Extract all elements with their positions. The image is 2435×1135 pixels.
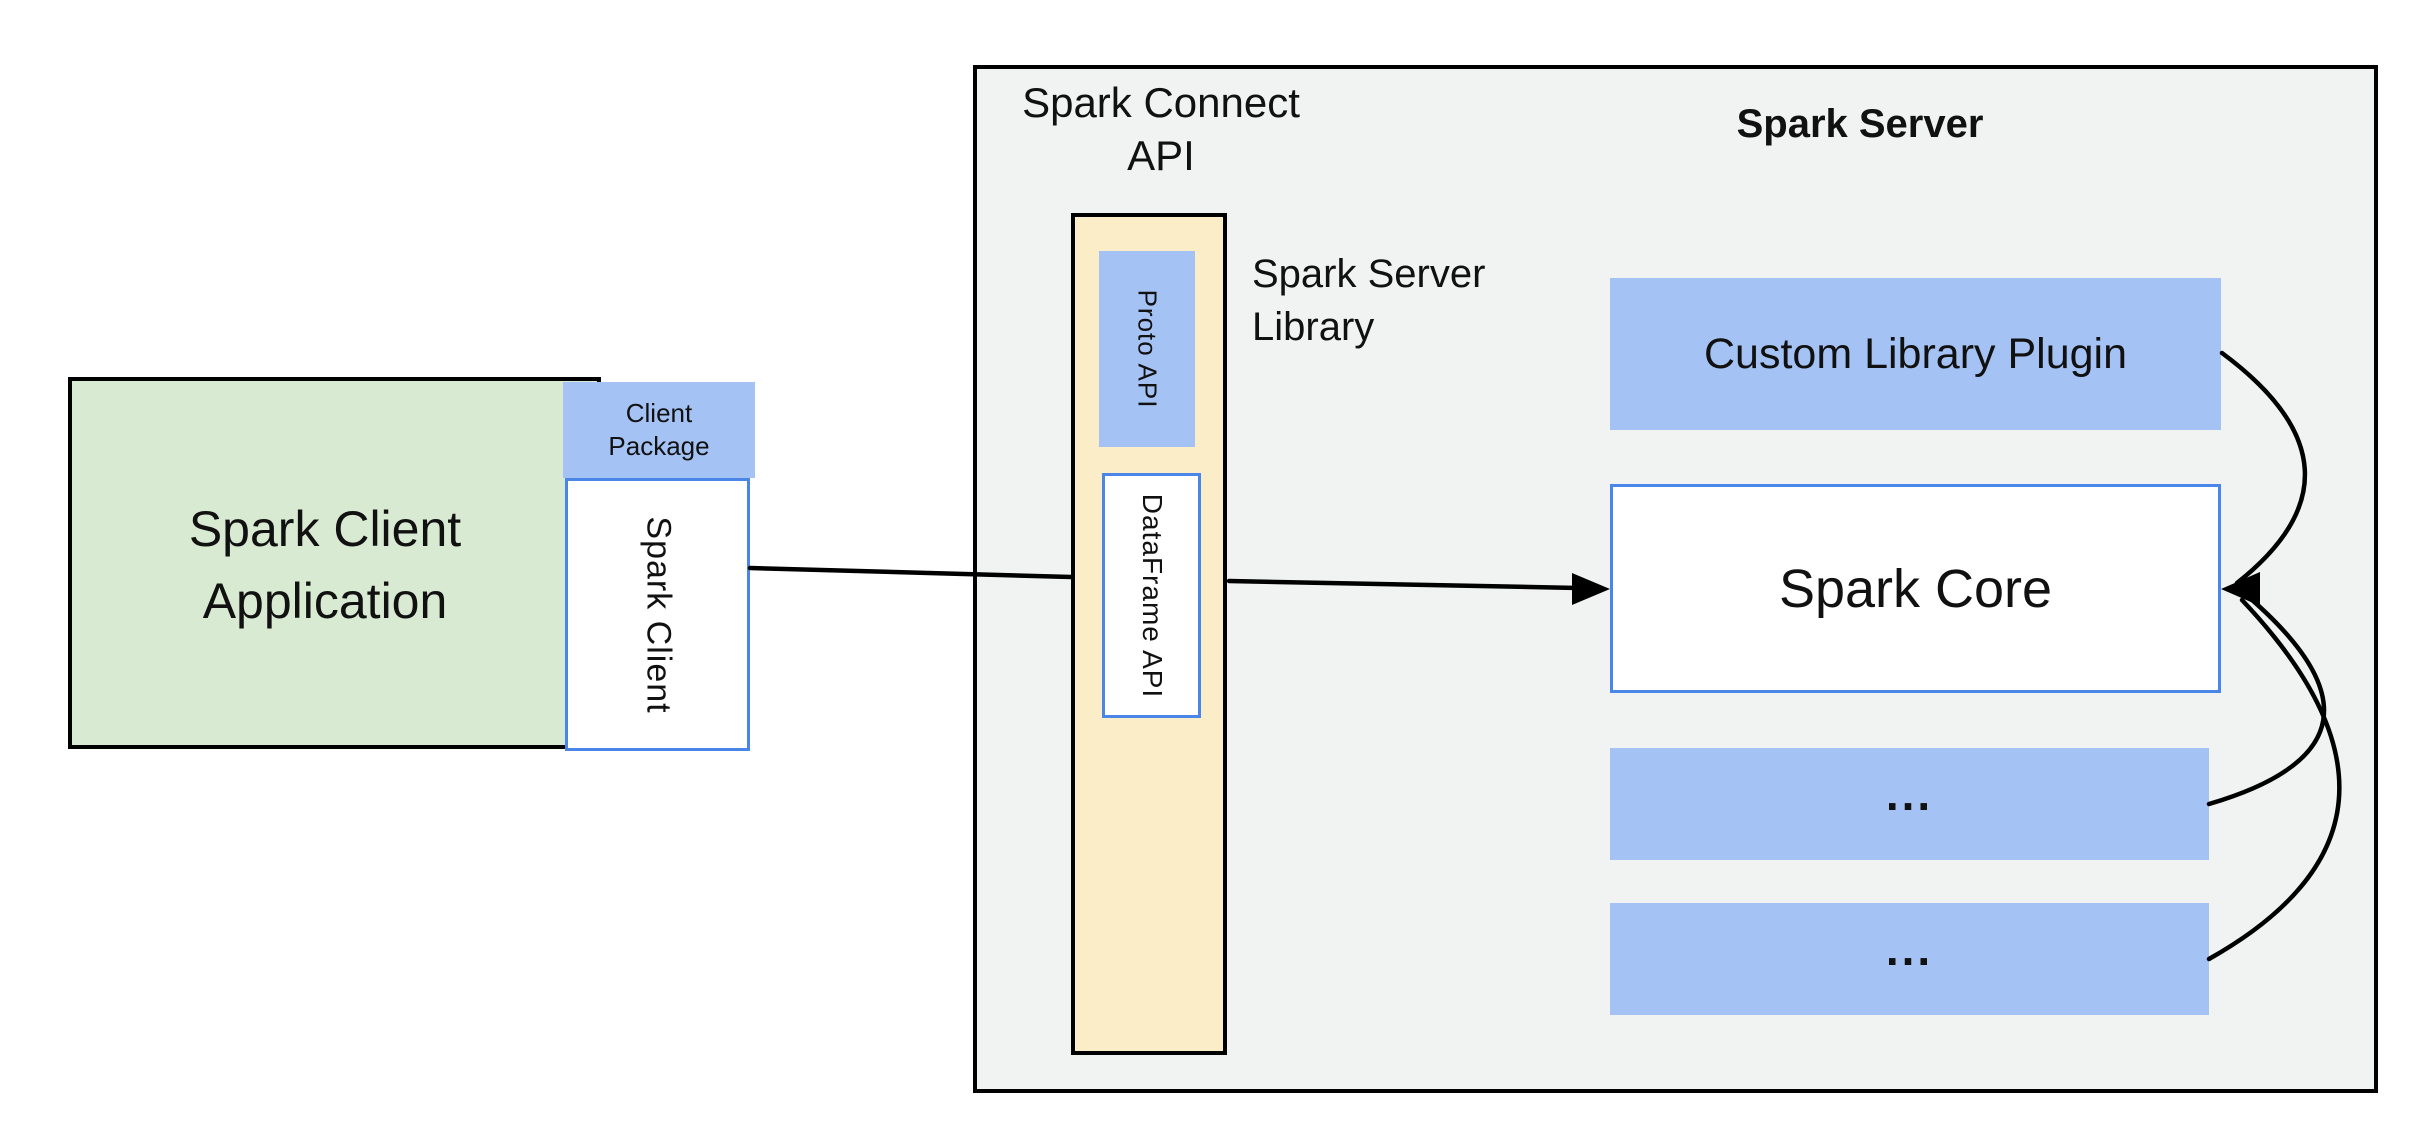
server-module-1-ellipsis: ... xyxy=(1885,767,1934,820)
spark-client-application-label-line1: Spark Client xyxy=(188,501,462,557)
server-module-box-1: ... xyxy=(1610,748,2209,860)
spark-client-box: Spark Client xyxy=(565,478,750,751)
spark-core-label: Spark Core xyxy=(1778,558,2053,619)
spark-server-library-label-line1: Spark Server xyxy=(1252,252,1486,296)
proto-api-box: Proto API xyxy=(1099,251,1195,447)
custom-library-plugin-label: Custom Library Plugin xyxy=(1703,329,2127,378)
custom-library-plugin-box: Custom Library Plugin xyxy=(1610,278,2221,430)
spark-server-library-label-line2: Library xyxy=(1252,305,1375,349)
spark-core-box: Spark Core xyxy=(1610,484,2221,693)
proto-api-label: Proto API xyxy=(1132,289,1163,409)
spark-connect-api-label-line2: API xyxy=(1127,132,1195,179)
spark-client-application-label: Spark Client Application xyxy=(90,470,560,660)
spark-client-application-box xyxy=(68,377,601,749)
spark-connect-api-label: Spark Connect API xyxy=(986,76,1336,182)
server-module-2-ellipsis: ... xyxy=(1885,922,1934,975)
spark-server-title: Spark Server xyxy=(1660,101,2060,147)
client-package-label-line1: Client xyxy=(625,398,693,428)
spark-connect-api-label-line1: Spark Connect xyxy=(1022,79,1300,126)
dataframe-api-box: DataFrame API xyxy=(1102,473,1201,718)
spark-server-title-text: Spark Server xyxy=(1736,102,1984,146)
spark-client-application-label-line2: Application xyxy=(202,573,448,629)
spark-server-library-label: Spark Server Library xyxy=(1252,248,1572,354)
client-package-label-line2: Package xyxy=(608,431,710,461)
client-package-box: Client Package xyxy=(563,382,755,478)
dataframe-api-label: DataFrame API xyxy=(1136,493,1168,698)
server-module-box-2: ... xyxy=(1610,903,2209,1015)
spark-client-label: Spark Client xyxy=(639,515,677,714)
